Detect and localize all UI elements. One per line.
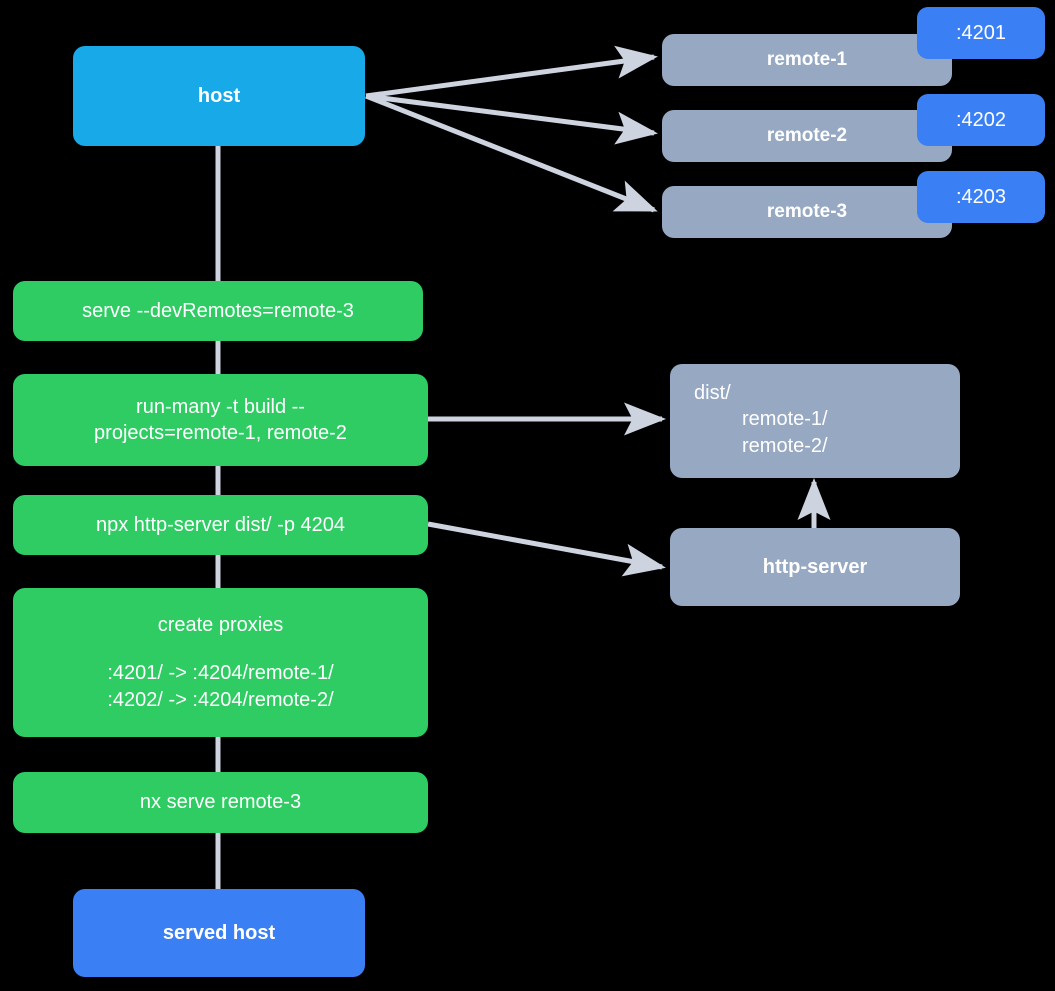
edge-host-to-remote-1: [365, 45, 658, 99]
node-remote-2[interactable]: remote-2: [662, 110, 952, 162]
edge-host-to-remote-3: [365, 93, 658, 213]
node-host-label: host: [197, 84, 241, 107]
node-command-npx-http-server-label: npx http-server dist/ -p 4204: [95, 513, 345, 536]
node-command-nx-serve-remote-3[interactable]: nx serve remote-3: [13, 772, 428, 833]
port-badge-remote-2-label: :4202: [955, 108, 1007, 131]
node-dist-folder[interactable]: dist/ remote-1/ remote-2/: [670, 364, 960, 478]
node-command-nx-serve-remote-3-label: nx serve remote-3: [139, 791, 302, 814]
node-remote-2-label: remote-2: [766, 125, 848, 147]
node-command-serve-devremotes[interactable]: serve --devRemotes=remote-3: [13, 281, 423, 341]
node-served-host[interactable]: served host: [73, 889, 365, 977]
node-command-create-proxies-mapping-2: :4202/ -> :4204/remote-2/: [107, 688, 334, 711]
node-remote-1[interactable]: remote-1: [662, 34, 952, 86]
node-command-serve-devremotes-label: serve --devRemotes=remote-3: [82, 299, 354, 322]
edge-host-to-remote-2: [365, 93, 658, 145]
port-badge-remote-2[interactable]: :4202: [917, 94, 1045, 146]
node-remote-3[interactable]: remote-3: [662, 186, 952, 238]
node-command-run-many-line-1: run-many -t build --: [136, 395, 305, 418]
node-command-run-many[interactable]: run-many -t build -- projects=remote-1, …: [13, 374, 428, 466]
node-command-npx-http-server[interactable]: npx http-server dist/ -p 4204: [13, 495, 428, 555]
node-command-create-proxies-title: create proxies: [157, 613, 284, 636]
node-dist-folder-line-3: remote-2/: [742, 434, 828, 457]
node-remote-1-label: remote-1: [766, 49, 848, 71]
node-remote-3-label: remote-3: [766, 201, 848, 223]
node-http-server[interactable]: http-server: [670, 528, 960, 606]
node-command-run-many-line-2: projects=remote-1, remote-2: [94, 422, 347, 444]
node-command-create-proxies[interactable]: create proxies :4201/ -> :4204/remote-1/…: [13, 588, 428, 737]
edge-npx-to-httpserver: [427, 521, 666, 577]
node-served-host-label: served host: [162, 921, 276, 944]
port-badge-remote-1-label: :4201: [955, 21, 1007, 44]
node-dist-folder-line-2: remote-1/: [742, 408, 828, 431]
node-command-create-proxies-mapping-1: :4201/ -> :4204/remote-1/: [107, 662, 334, 685]
port-badge-remote-3-label: :4203: [955, 185, 1007, 208]
port-badge-remote-3[interactable]: :4203: [917, 171, 1045, 223]
port-badge-remote-1[interactable]: :4201: [917, 7, 1045, 59]
node-dist-folder-line-1: dist/: [694, 382, 731, 404]
node-host[interactable]: host: [73, 46, 365, 146]
node-http-server-label: http-server: [762, 555, 868, 578]
